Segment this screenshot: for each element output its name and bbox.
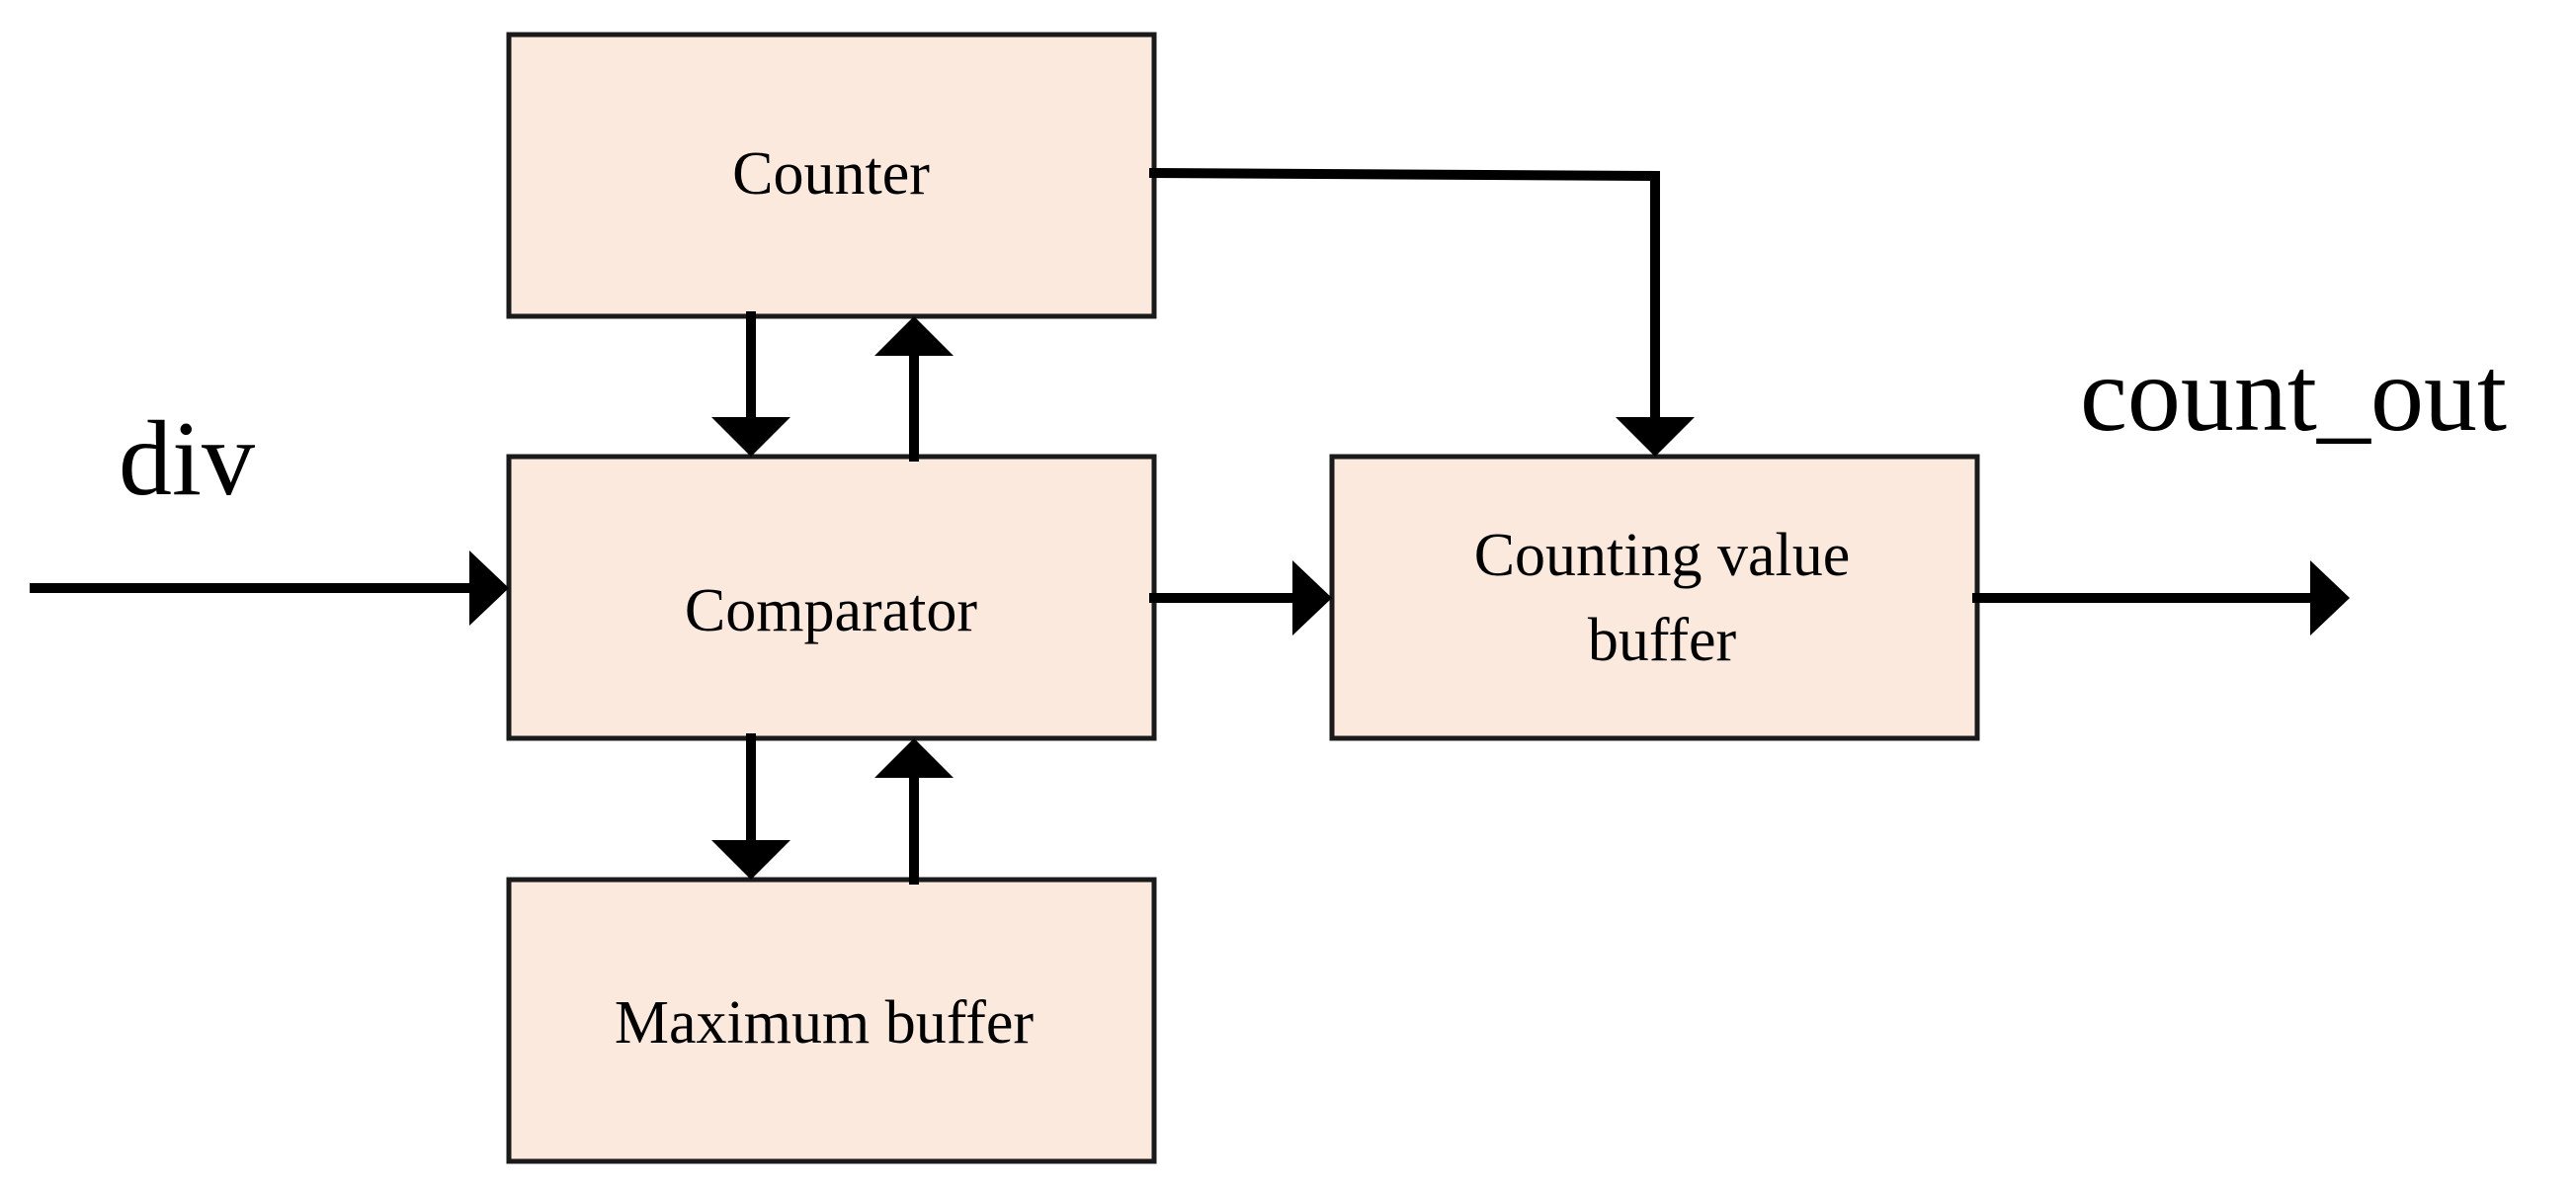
- input-signal-label: div: [119, 400, 255, 518]
- counter-box: [506, 32, 1157, 319]
- counting-value-buffer-label-line-2: buffer: [1588, 607, 1737, 674]
- maximum-buffer-label: Maximum buffer: [615, 989, 1035, 1057]
- counter-block: Counter: [506, 32, 1157, 319]
- maximum-buffer-block: Maximum buffer: [506, 877, 1157, 1164]
- maximum-buffer-to-comparator-arrow: [874, 738, 954, 885]
- input-arrow: [30, 551, 509, 626]
- comparator-box: [506, 454, 1157, 741]
- counting-value-buffer-block: Counting value buffer: [1329, 454, 1980, 741]
- comparator-to-maximum-buffer-arrow: [711, 733, 790, 880]
- output-arrow: [1972, 560, 2350, 636]
- comparator-to-counter-arrow: [874, 316, 954, 462]
- counting-value-buffer-label-line-1: Counting value: [1474, 522, 1851, 589]
- counter-to-counting-value-buffer-arrow: [1148, 167, 1695, 457]
- comparator-block: Comparator: [506, 454, 1157, 741]
- counting-value-buffer-box: [1329, 454, 1980, 741]
- comparator-to-counting-value-buffer-arrow: [1149, 560, 1332, 636]
- output-signal-label: count_out: [2080, 336, 2507, 454]
- counter-to-comparator-arrow: [711, 311, 790, 457]
- maximum-buffer-box: [506, 877, 1157, 1164]
- comparator-label: Comparator: [685, 577, 977, 644]
- counter-label: Counter: [732, 140, 930, 208]
